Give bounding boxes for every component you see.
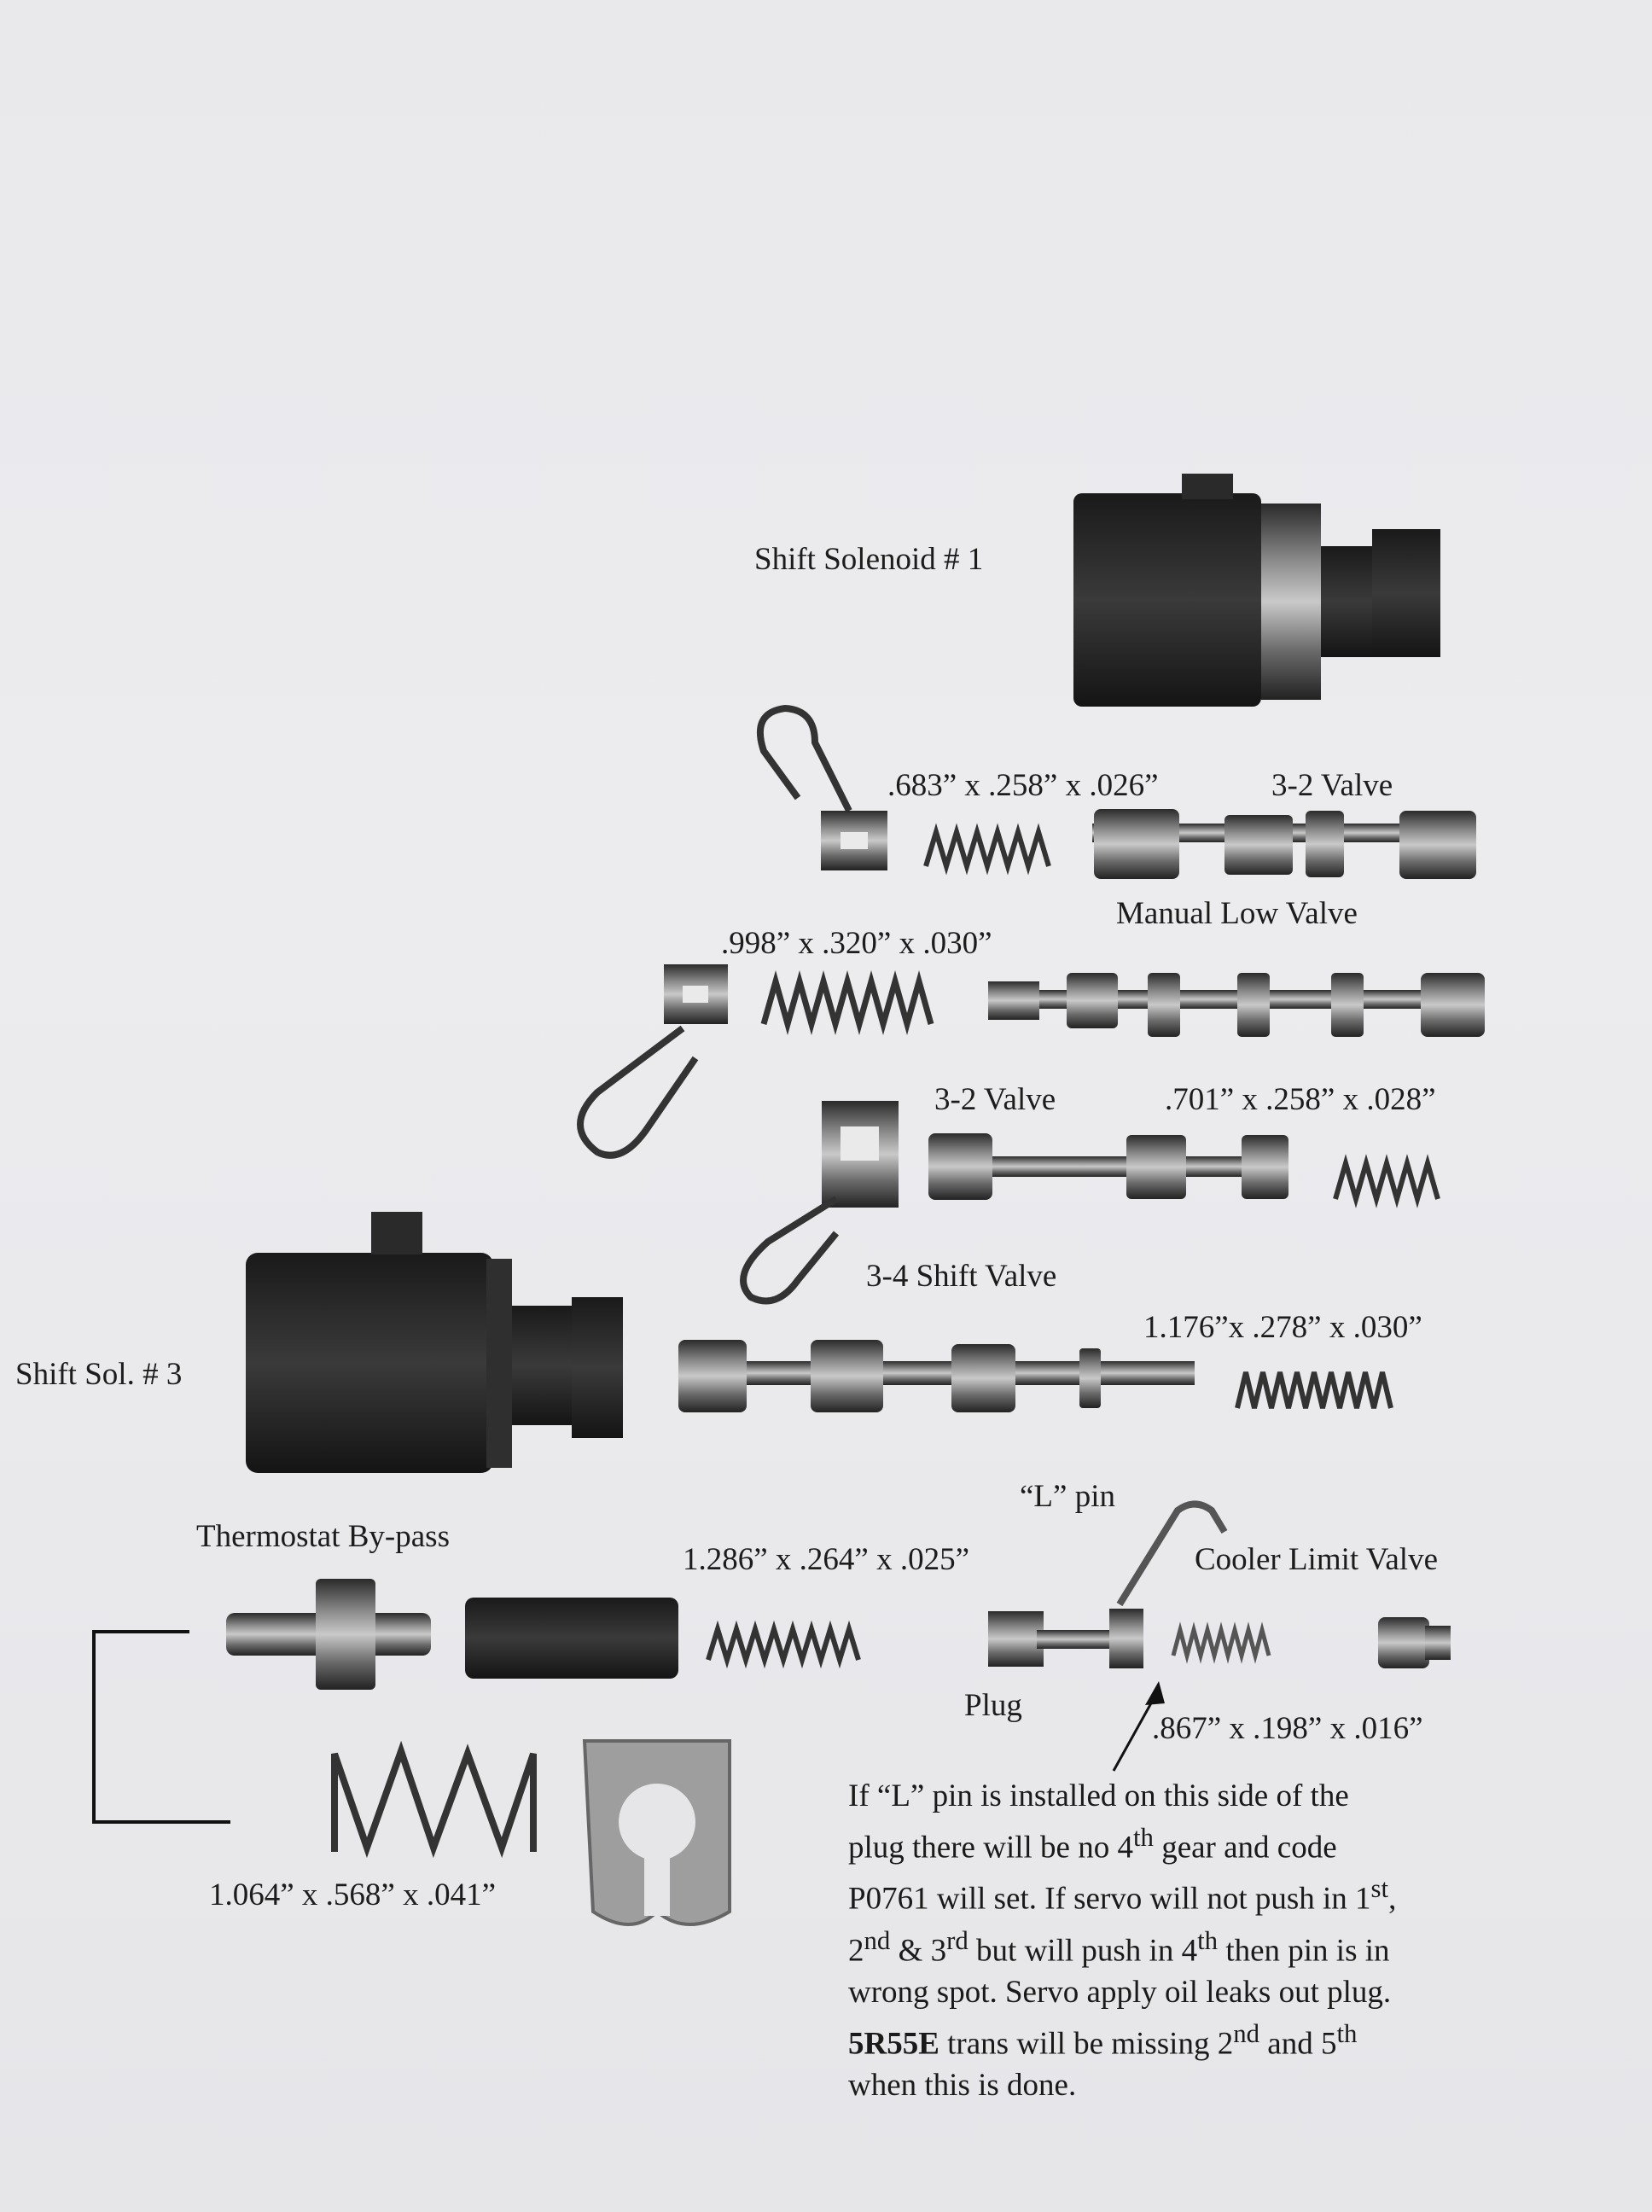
retainer-clip-1 xyxy=(757,704,852,812)
label-shift-sol-3: Shift Sol. # 3 xyxy=(15,1357,183,1392)
retainer-plate xyxy=(582,1739,731,1926)
note-line-5: wrong spot. Servo apply oil leaks out pl… xyxy=(848,1974,1392,2010)
spring-3 xyxy=(1333,1154,1440,1208)
label-spring-6: .867” x .198” x .016” xyxy=(1152,1711,1423,1746)
label-spring-4: 1.176”x .278” x .030” xyxy=(1143,1310,1422,1345)
l-pin xyxy=(1116,1500,1228,1607)
label-valve-3-2-mid: 3-2 Valve xyxy=(934,1082,1056,1117)
note-line-1: If “L” pin is installed on this side of … xyxy=(848,1778,1349,1813)
spring-7 xyxy=(331,1740,537,1859)
spring-2 xyxy=(760,970,934,1035)
label-spring-3: .701” x .258” x .028” xyxy=(1165,1082,1436,1117)
shift-solenoid-3 xyxy=(246,1212,623,1473)
label-shift-solenoid-1: Shift Solenoid # 1 xyxy=(754,542,984,577)
plug-2 xyxy=(664,964,728,1024)
label-shift-valve-3-4: 3-4 Shift Valve xyxy=(866,1259,1057,1294)
label-spring-2: .998” x .320” x .030” xyxy=(721,926,992,961)
label-spring-1: .683” x .258” x .026” xyxy=(887,768,1159,803)
valve-3-2-mid xyxy=(928,1133,1288,1200)
manual-low-valve xyxy=(988,973,1485,1037)
note-line-3: P0761 will set. If servo will not push i… xyxy=(848,1874,1397,1917)
l-pin-note: If “L” pin is installed on this side of … xyxy=(848,1775,1514,2106)
note-line-6: 5R55E trans will be missing 2nd and 5th xyxy=(848,2018,1358,2062)
spring-6 xyxy=(1171,1621,1271,1664)
spring-4 xyxy=(1235,1371,1393,1409)
label-l-pin: “L” pin xyxy=(1020,1479,1115,1514)
plug-1 xyxy=(821,811,887,870)
spring-5 xyxy=(706,1620,861,1669)
label-plug: Plug xyxy=(964,1688,1022,1723)
thermostat-bypass xyxy=(226,1579,678,1690)
label-cooler-limit-valve: Cooler Limit Valve xyxy=(1195,1542,1438,1577)
label-spring-5: 1.286” x .264” x .025” xyxy=(683,1542,970,1577)
note-line-7: when this is done. xyxy=(848,2068,1077,2104)
cooler-limit-valve xyxy=(1378,1617,1451,1668)
label-valve-3-2-top: 3-2 Valve xyxy=(1271,768,1393,803)
shift-solenoid-1 xyxy=(1073,474,1440,707)
note-line-4: 2nd & 3rd but will push in 4th then pin … xyxy=(848,1925,1390,1968)
retainer-clip-2 xyxy=(577,1025,699,1159)
label-spring-7: 1.064” x .568” x .041” xyxy=(209,1877,497,1912)
valve-3-4-shift xyxy=(678,1340,1195,1412)
note-line-2: plug there will be no 4th gear and code xyxy=(848,1823,1337,1866)
retainer-clip-3 xyxy=(740,1196,840,1305)
bracket xyxy=(92,1630,230,1824)
spring-1 xyxy=(923,823,1051,876)
label-thermostat-bypass: Thermostat By-pass xyxy=(196,1519,450,1554)
cooler-limit-plug xyxy=(988,1609,1143,1668)
pointer-arrow xyxy=(1112,1681,1165,1772)
label-manual-low-valve: Manual Low Valve xyxy=(1116,896,1358,931)
valve-3-2-top xyxy=(1092,809,1476,879)
plug-3 xyxy=(822,1101,899,1208)
